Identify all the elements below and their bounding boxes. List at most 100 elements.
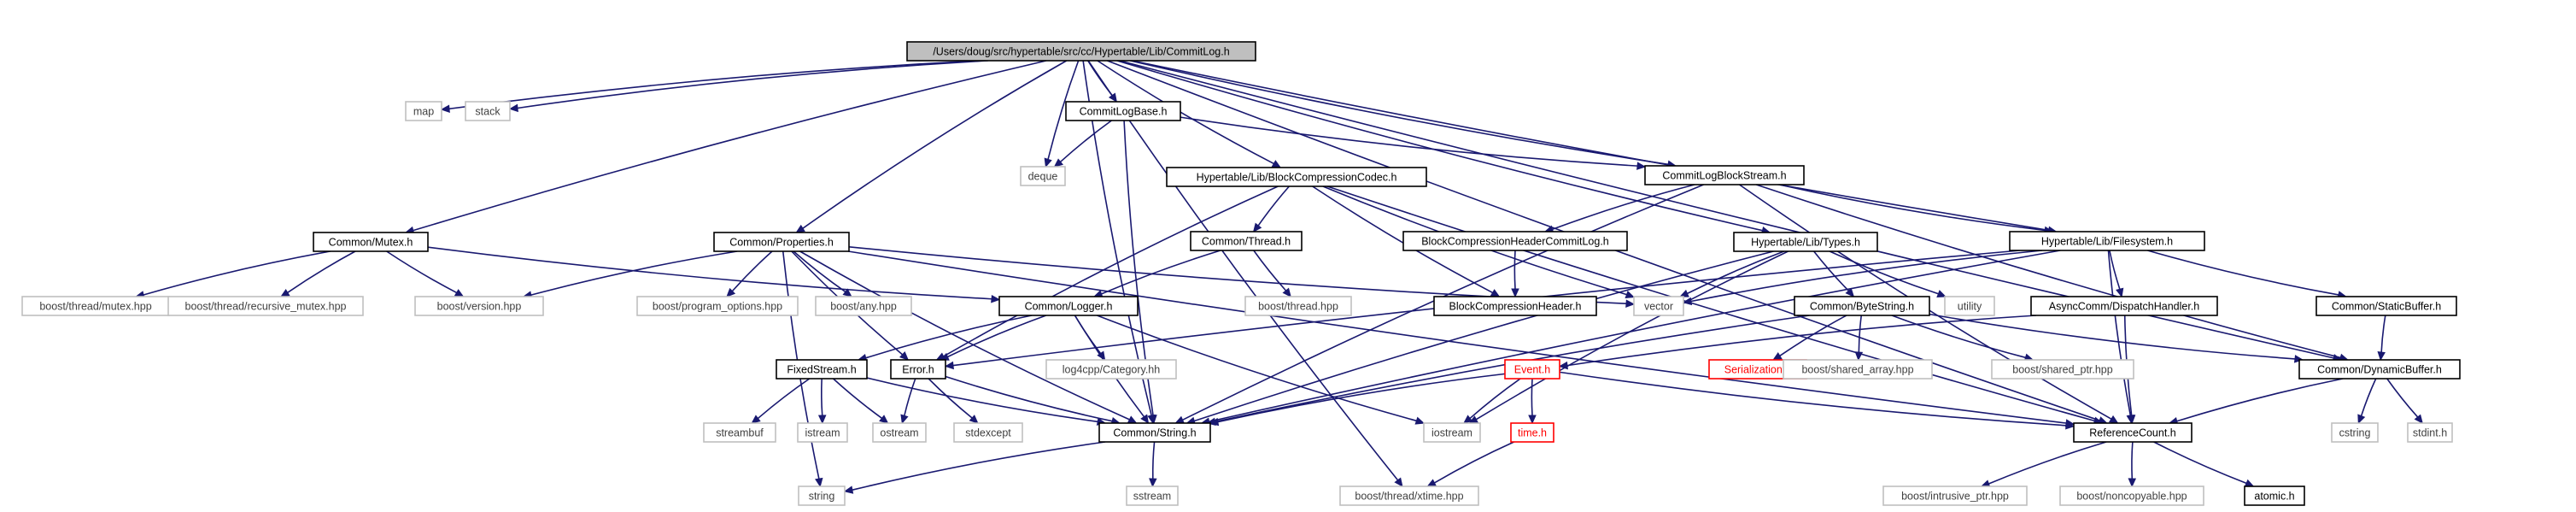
node-event[interactable]: Event.h bbox=[1504, 359, 1560, 380]
node-asynccomm[interactable]: AsyncComm/DispatchHandler.h bbox=[2030, 296, 2218, 316]
edge-arrowhead bbox=[1053, 158, 1063, 168]
node-bch[interactable]: BlockCompressionHeader.h bbox=[1433, 296, 1597, 316]
edge-refcount-to-noncopyable bbox=[2128, 441, 2137, 488]
node-label: deque bbox=[1028, 171, 1058, 183]
edge-line bbox=[852, 441, 1106, 491]
edge-arrowhead bbox=[843, 486, 854, 494]
node-label: /Users/doug/src/hypertable/src/cc/Hypert… bbox=[933, 46, 1229, 58]
edge-arrowhead bbox=[1845, 287, 1855, 297]
node-stdint: stdint.h bbox=[2407, 422, 2453, 443]
edge-properties-to-boost_any bbox=[793, 250, 852, 297]
edge-line bbox=[1690, 250, 2043, 303]
edge-arrowhead bbox=[2108, 415, 2119, 424]
edge-line bbox=[904, 378, 916, 416]
node-commitlogblockstream[interactable]: CommitLogBlockStream.h bbox=[1644, 165, 1805, 185]
edge-arrowhead bbox=[900, 414, 909, 425]
edge-arrowhead bbox=[899, 351, 910, 361]
node-dynamicbuffer[interactable]: Common/DynamicBuffer.h bbox=[2298, 359, 2461, 380]
edge-arrowhead bbox=[1558, 361, 1568, 370]
node-box bbox=[1633, 296, 1684, 316]
node-logger[interactable]: Common/Logger.h bbox=[998, 296, 1139, 316]
edge-bytestring-to-shared_array bbox=[1854, 315, 1864, 362]
node-bchcommitlog[interactable]: BlockCompressionHeaderCommitLog.h bbox=[1402, 231, 1628, 251]
edge-line bbox=[1891, 315, 2026, 359]
node-label: istream bbox=[805, 427, 840, 439]
edge-types-to-vector bbox=[1679, 250, 1785, 297]
node-timeh[interactable]: time.h bbox=[1510, 422, 1554, 443]
edge-line bbox=[1132, 60, 2049, 232]
node-atomic[interactable]: atomic.h bbox=[2244, 486, 2305, 506]
edge-arrowhead bbox=[1044, 157, 1052, 168]
node-root[interactable]: /Users/doug/src/hypertable/src/cc/Hypert… bbox=[906, 41, 1256, 62]
node-filesystem[interactable]: Hypertable/Lib/Filesystem.h bbox=[2009, 231, 2205, 251]
edge-line bbox=[448, 60, 979, 110]
edge-line bbox=[287, 250, 356, 293]
node-refcount[interactable]: ReferenceCount.h bbox=[2073, 422, 2193, 443]
edge-line bbox=[1513, 250, 1516, 290]
edge-logger-to-error bbox=[940, 315, 1047, 361]
edge-line bbox=[2380, 315, 2386, 353]
edge-line bbox=[143, 250, 331, 296]
node-vector: vector bbox=[1633, 296, 1684, 316]
node-label: stack bbox=[475, 106, 501, 118]
edge-arrowhead bbox=[1394, 477, 1403, 487]
node-noncopyable: boost/noncopyable.hpp bbox=[2059, 486, 2204, 506]
edge-arrowhead bbox=[2377, 351, 2386, 362]
edge-arrowhead bbox=[2065, 421, 2075, 430]
edge-line bbox=[2153, 441, 2247, 485]
node-box bbox=[1433, 296, 1597, 316]
node-box bbox=[1991, 359, 2134, 380]
edge-line bbox=[1552, 184, 1695, 231]
edge-arrowhead bbox=[1636, 162, 1647, 170]
edge-line bbox=[1257, 185, 1290, 227]
node-commonstring[interactable]: Common/String.h bbox=[1098, 422, 1211, 443]
edge-fixedstream-to-ostream bbox=[832, 378, 889, 424]
node-types[interactable]: Hypertable/Lib/Types.h bbox=[1733, 232, 1878, 252]
edge-line bbox=[1755, 184, 2341, 359]
node-label: atomic.h bbox=[2254, 491, 2294, 503]
node-label: BlockCompressionHeaderCommitLog.h bbox=[1421, 236, 1609, 248]
node-fixedstream[interactable]: FixedStream.h bbox=[776, 359, 868, 380]
node-box bbox=[1783, 359, 1933, 380]
edge-line bbox=[847, 250, 2067, 424]
edge-line bbox=[832, 378, 882, 419]
edge-arrowhead bbox=[1490, 289, 1501, 297]
node-label: BlockCompressionHeader.h bbox=[1449, 301, 1582, 313]
edge-line bbox=[1180, 116, 1638, 167]
node-box bbox=[776, 359, 868, 380]
node-label: streambuf bbox=[716, 427, 764, 439]
node-properties[interactable]: Common/Properties.h bbox=[713, 232, 850, 252]
edge-line bbox=[1047, 60, 1080, 160]
edge-line bbox=[1253, 250, 1287, 291]
edge-line bbox=[1778, 184, 2046, 232]
node-staticbuffer[interactable]: Common/StaticBuffer.h bbox=[2315, 296, 2457, 316]
edge-line bbox=[1858, 315, 1863, 353]
node-bytestring[interactable]: Common/ByteString.h bbox=[1794, 296, 1930, 316]
node-mutex[interactable]: Common/Mutex.h bbox=[313, 232, 429, 252]
node-error[interactable]: Error.h bbox=[890, 359, 946, 380]
node-box bbox=[1794, 296, 1930, 316]
file-nodes: /Users/doug/src/hypertable/src/cc/Hypert… bbox=[21, 41, 2461, 506]
node-box bbox=[2244, 486, 2305, 506]
edge-timeh-to-xtime bbox=[1426, 441, 1514, 487]
node-box bbox=[405, 101, 442, 121]
edge-bchcommitlog-to-bch bbox=[1511, 250, 1519, 298]
node-thread[interactable]: Common/Thread.h bbox=[1190, 231, 1303, 251]
node-label: utility bbox=[1958, 301, 1982, 313]
node-label: Common/ByteString.h bbox=[1810, 301, 1914, 313]
node-serialization[interactable]: Serialization.h bbox=[1708, 359, 1807, 380]
node-blockcodec[interactable]: Hypertable/Lib/BlockCompressionCodec.h bbox=[1166, 167, 1427, 187]
node-box bbox=[1504, 359, 1560, 380]
edge-line bbox=[1097, 60, 1274, 165]
edge-asynccomm-to-event bbox=[1558, 315, 2037, 370]
edge-root-to-map bbox=[440, 60, 979, 113]
edge-line bbox=[848, 245, 1627, 305]
edge-dynamicbuffer-to-cstring bbox=[2357, 378, 2377, 425]
node-commitlogbase[interactable]: CommitLogBase.h bbox=[1065, 101, 1181, 121]
edge-arrowhead bbox=[454, 289, 465, 297]
node-label: boost/thread/mutex.hpp bbox=[39, 301, 151, 313]
node-label: boost/version.hpp bbox=[437, 301, 522, 313]
node-label: Hypertable/Lib/BlockCompressionCodec.h bbox=[1197, 172, 1397, 184]
edge-dynamicbuffer-to-refcount bbox=[2168, 378, 2344, 426]
edge-arrowhead bbox=[1426, 479, 1437, 487]
